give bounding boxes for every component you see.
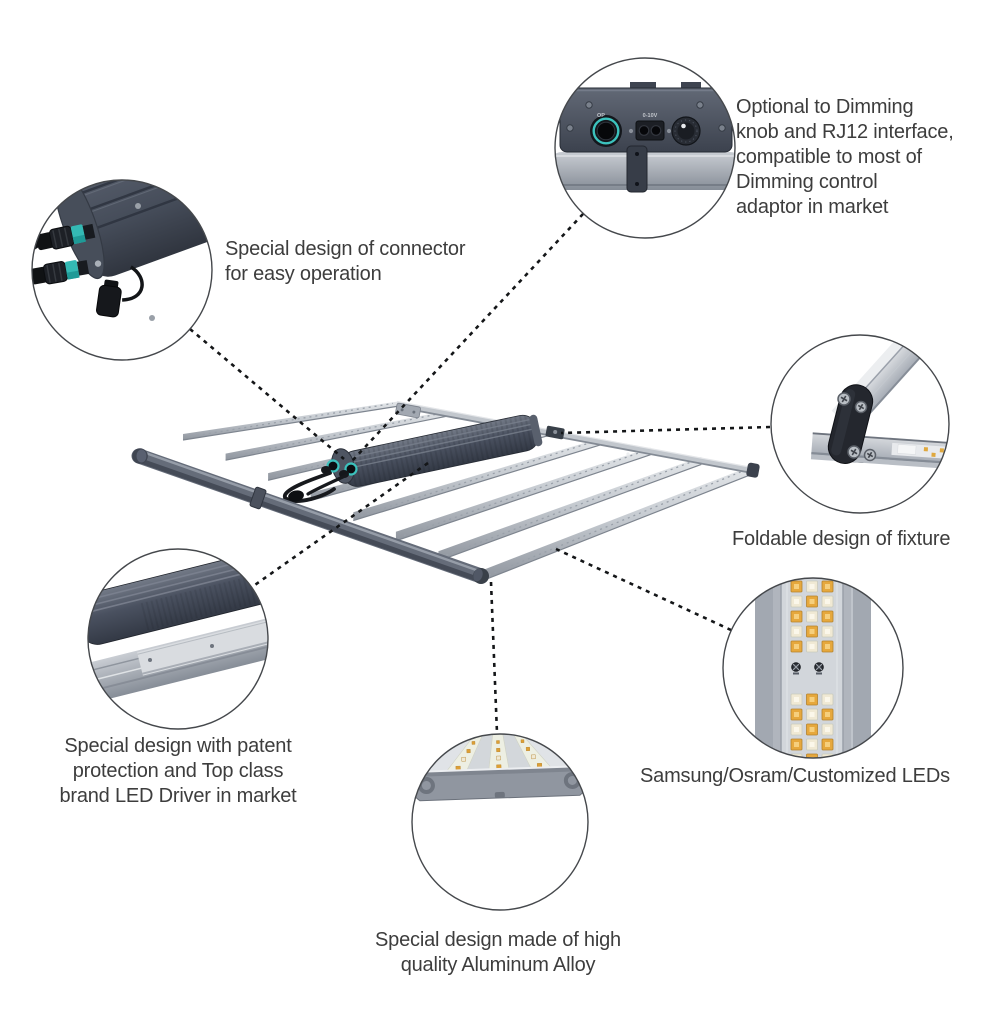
front-tube bbox=[131, 448, 489, 584]
callout-text-foldable: Foldable design of fixture bbox=[732, 528, 951, 550]
callout-circle-border bbox=[770, 334, 950, 514]
driver-teal-connector bbox=[49, 602, 78, 622]
callout-circle-border bbox=[31, 179, 213, 361]
spare-connector bbox=[96, 265, 144, 318]
callout-text-leds: Samsung/Osram/Customized LEDs bbox=[640, 765, 950, 787]
grow-light-fixture bbox=[131, 400, 760, 584]
driver-callout-photo bbox=[49, 548, 269, 730]
mid-diodes bbox=[791, 662, 824, 675]
callout-circle-border bbox=[722, 577, 904, 759]
socket-label: 0-10V bbox=[643, 113, 658, 119]
dimming-callout-photo: OP 0-10V bbox=[554, 57, 736, 239]
teal-connector-ring bbox=[344, 462, 358, 476]
light-bar bbox=[183, 401, 397, 440]
rail-end-cap bbox=[746, 462, 760, 478]
callout-text-connector: Special design of connector for easy ope… bbox=[225, 238, 466, 285]
line-foldable bbox=[560, 425, 771, 435]
light-bar bbox=[225, 410, 448, 461]
callout-lines bbox=[189, 213, 771, 734]
port-label: OP bbox=[597, 113, 605, 119]
light-bar bbox=[438, 456, 702, 561]
line-dimming bbox=[351, 213, 584, 462]
leds-callout-photo bbox=[722, 577, 904, 759]
hanging-bracket bbox=[545, 425, 565, 440]
hinge-screws bbox=[837, 392, 877, 462]
line-connector bbox=[189, 328, 345, 460]
callout-text-dimming: Optional to Dimming knob and RJ12 interf… bbox=[736, 96, 954, 218]
callout-text-alloy: Special design made of high quality Alum… bbox=[375, 929, 621, 976]
foldable-callout-photo bbox=[770, 334, 950, 514]
panel-screws bbox=[566, 101, 726, 132]
line-alloy bbox=[489, 581, 499, 734]
dimming-knob bbox=[671, 116, 701, 146]
callout-circle-border bbox=[87, 548, 269, 730]
line-leds bbox=[555, 547, 732, 632]
fixture-driver bbox=[249, 414, 543, 504]
rj12-socket: 0-10V bbox=[628, 113, 672, 141]
callout-text-driver: Special design with patent protection an… bbox=[59, 735, 297, 807]
callout-circle-border bbox=[411, 733, 589, 911]
alloy-callout-photo bbox=[411, 733, 589, 911]
connector-callout-photo bbox=[31, 179, 213, 361]
tube-clamp bbox=[626, 145, 648, 193]
callout-circle-border bbox=[554, 57, 736, 239]
back-rail bbox=[395, 400, 760, 478]
led-chips bbox=[790, 580, 834, 758]
waterproof-connector bbox=[32, 260, 90, 317]
dimming-port: OP bbox=[590, 113, 622, 147]
